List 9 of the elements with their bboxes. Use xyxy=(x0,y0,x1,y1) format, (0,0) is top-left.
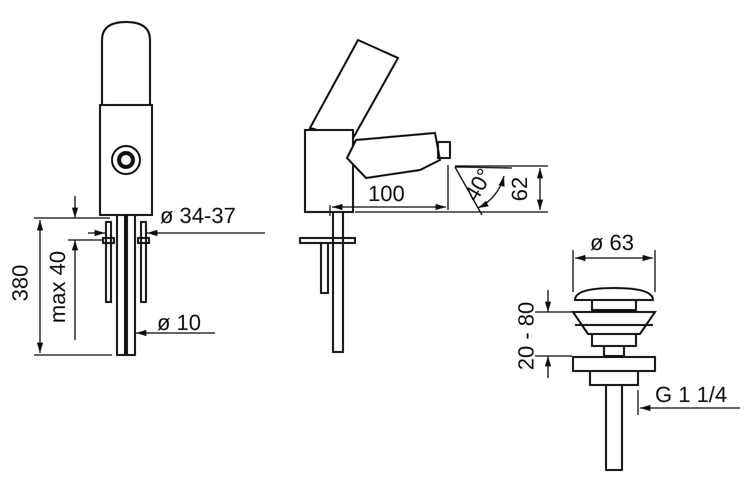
dimension-label: 380 xyxy=(9,264,32,302)
dimension-label: ø 10 xyxy=(157,312,202,334)
dimension-label: G 1 1/4 xyxy=(655,384,728,406)
dimension-label: max 40 xyxy=(47,250,70,324)
dimension-label: ø 34-37 xyxy=(160,205,236,227)
dimension-label: 100 xyxy=(368,183,405,205)
dimension-label: 20 - 80 xyxy=(515,302,538,370)
dimension-label: 62 xyxy=(509,176,532,202)
dimension-label: ø 63 xyxy=(590,232,634,254)
